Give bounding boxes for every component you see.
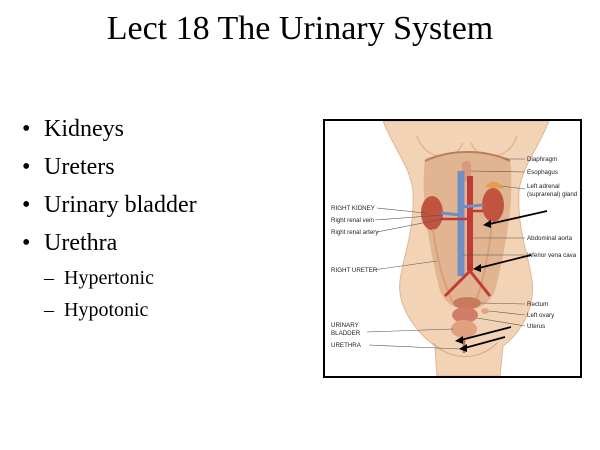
label-left-ovary: Left ovary bbox=[527, 312, 555, 319]
label-abdominal-aorta: Abdominal aorta bbox=[527, 235, 573, 242]
urinary-system-illustration: RIGHT KIDNEY Right renal vein Right rena… bbox=[323, 119, 582, 378]
label-suprarenal-gland: (suprarenal) gland bbox=[527, 191, 578, 198]
left-ovary bbox=[481, 308, 489, 314]
right-ureter bbox=[432, 228, 454, 304]
label-leaders bbox=[366, 158, 526, 350]
label-inferior-vena-cava: Inferior vena cava bbox=[527, 252, 577, 259]
uterus bbox=[452, 307, 478, 323]
bullet-kidneys: Kidneys bbox=[22, 110, 312, 148]
label-right-ureter: RIGHT URETER bbox=[331, 267, 378, 274]
label-right-renal-artery: Right renal artery bbox=[331, 229, 379, 236]
bullet-list: Kidneys Ureters Urinary bladder Urethra … bbox=[22, 110, 312, 326]
label-rectum: Rectum bbox=[527, 301, 548, 308]
anatomy-diagram: RIGHT KIDNEY Right renal vein Right rena… bbox=[331, 121, 578, 376]
arrows bbox=[456, 210, 548, 350]
label-bladder: BLADDER bbox=[331, 330, 361, 337]
diaphragm bbox=[424, 151, 511, 162]
label-right-kidney: RIGHT KIDNEY bbox=[331, 205, 375, 212]
label-left-adrenal: Left adrenal bbox=[527, 183, 560, 190]
right-kidney bbox=[421, 196, 443, 230]
label-esophagus: Esophagus bbox=[527, 169, 558, 176]
iliac-vessels bbox=[443, 269, 492, 298]
right-renal-vein bbox=[440, 211, 462, 217]
slide-title: Lect 18 The Urinary System bbox=[106, 10, 494, 47]
sub-bullet-hypertonic: Hypertonic bbox=[22, 262, 312, 294]
left-kidney bbox=[482, 188, 504, 222]
bullet-ureters: Ureters bbox=[22, 148, 312, 186]
label-right-renal-vein: Right renal vein bbox=[331, 217, 375, 224]
label-uterus: Uterus bbox=[527, 323, 545, 330]
label-urinary: URINARY bbox=[331, 322, 359, 329]
label-diaphragm: Diaphragm bbox=[527, 156, 557, 163]
left-ureter bbox=[474, 220, 493, 304]
rectum bbox=[453, 297, 481, 309]
bullet-urinary-bladder: Urinary bladder bbox=[22, 186, 312, 224]
urinary-bladder bbox=[451, 320, 477, 338]
arrowheads bbox=[455, 220, 491, 352]
sub-bullet-hypotonic: Hypotonic bbox=[22, 294, 312, 326]
groin-contour bbox=[432, 342, 498, 357]
left-renal-vein bbox=[460, 203, 484, 209]
bullet-urethra: Urethra bbox=[22, 224, 312, 262]
left-adrenal-gland bbox=[485, 181, 503, 189]
label-urethra: URETHRA bbox=[331, 342, 362, 349]
